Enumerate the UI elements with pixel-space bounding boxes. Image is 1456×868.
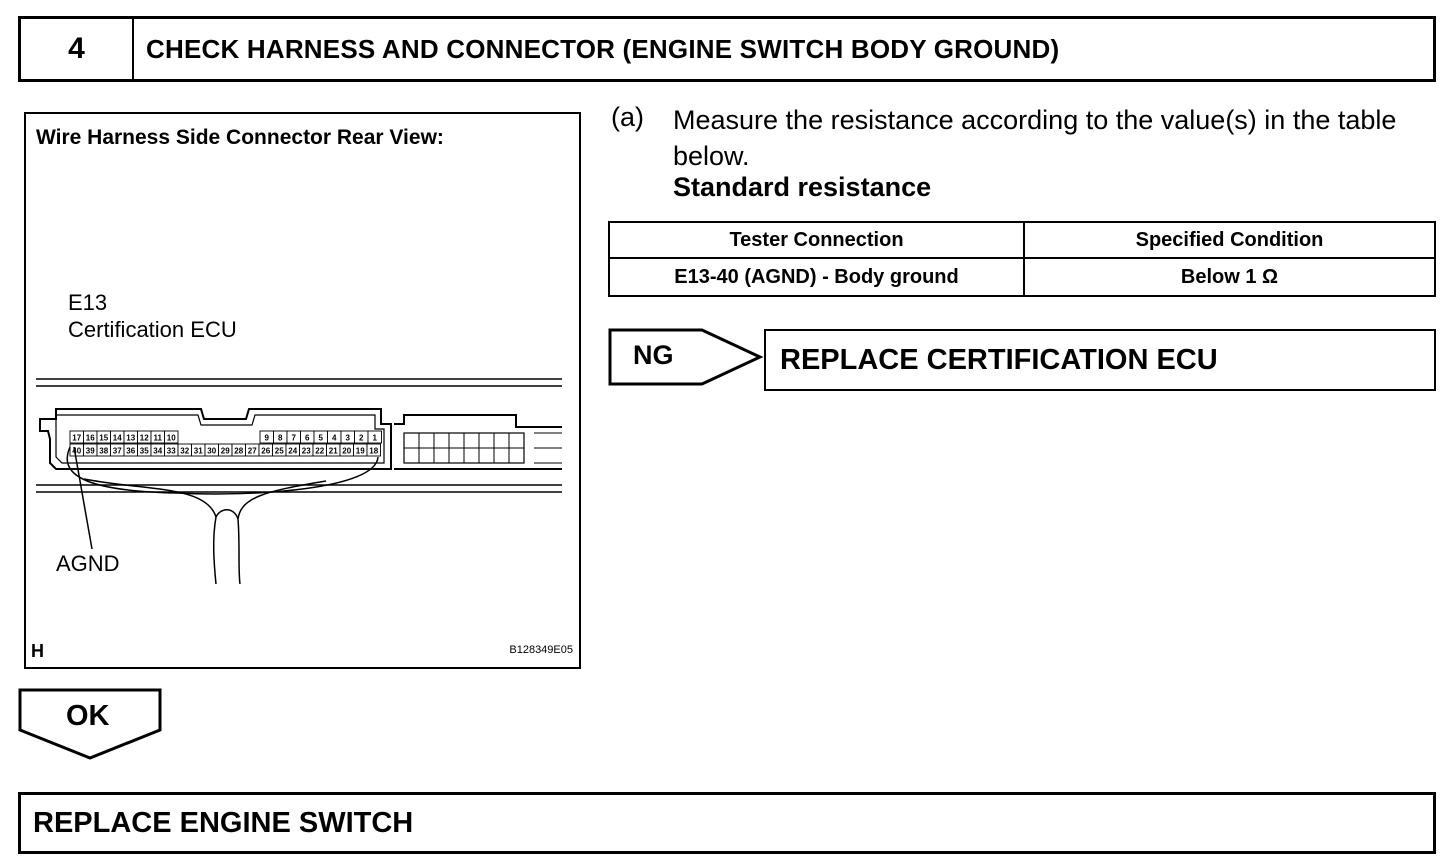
table-cell: Below 1 Ω [1023,257,1436,297]
standard-resistance-heading: Standard resistance [673,172,932,202]
pin-number: 5 [319,434,324,443]
pin-number: 18 [369,447,378,456]
table-cell: E13-40 (AGND) - Body ground [608,257,1025,297]
step-header: 4 CHECK HARNESS AND CONNECTOR (ENGINE SW… [18,16,1436,82]
pin-number: 6 [305,434,310,443]
pin-number: 28 [234,447,243,456]
pin-number: 15 [99,434,108,443]
pin-number: 10 [167,434,176,443]
pin-cell [366,443,381,457]
ok-arrow-icon [18,688,162,760]
pin-number: 31 [194,447,203,456]
pin-number: 37 [113,447,122,456]
pin-number: 14 [113,434,122,443]
pin-number: 36 [126,447,135,456]
pin-number: 3 [346,434,351,443]
ok-action-box: REPLACE ENGINE SWITCH [18,792,1436,854]
pin-number: 25 [275,447,284,456]
instruction-text: Measure the resistance according to the … [673,105,1397,171]
pin-number: 13 [126,434,135,443]
pin-number: 24 [288,447,297,456]
pin-number: 38 [99,447,108,456]
column-header: Specified Condition [1023,221,1436,259]
pin-number: 9 [265,434,270,443]
pin-number: 22 [315,447,324,456]
pin-number: 34 [153,447,162,456]
table-header-row: Tester Connection Specified Condition [608,221,1436,259]
pin-number: 33 [167,447,176,456]
pin-number: 35 [140,447,149,456]
pin-cell [164,430,179,444]
pin-number: 8 [278,434,283,443]
pin-number: 11 [154,434,163,443]
pin-number: 39 [86,447,95,456]
pin-number: 30 [207,447,216,456]
column-header: Tester Connection [608,221,1025,259]
table-row: E13-40 (AGND) - Body ground Below 1 Ω [608,257,1436,297]
pin-number: 26 [261,447,270,456]
pin-number: 27 [248,447,257,456]
pin-number: 20 [342,447,351,456]
pin-number: 2 [359,434,364,443]
pin-number: 17 [72,434,81,443]
connector-id: E13 [68,290,108,315]
pin-number: 29 [221,447,230,456]
pin-number: 40 [72,447,81,456]
agnd-label: AGND [56,551,120,576]
step-number: 4 [21,19,134,79]
figure-title: Wire Harness Side Connector Rear View: [36,126,444,149]
pin-number: 7 [292,434,297,443]
pin-number: 12 [140,434,149,443]
pin-number: 1 [373,434,378,443]
pin-number: 23 [302,447,311,456]
step-title: CHECK HARNESS AND CONNECTOR (ENGINE SWIT… [146,33,1060,64]
pin-cell [367,430,382,444]
ng-arrow-icon [608,328,764,386]
resistance-table: Tester Connection Specified Condition E1… [608,221,1436,297]
pin-number: 16 [86,434,95,443]
ng-label: NG [633,340,674,370]
instruction-letter: (a) [611,102,644,132]
connector-name: Certification ECU [68,317,237,342]
pin-number: 19 [356,447,365,456]
figure-code: B128349E05 [509,644,573,656]
ng-action-box: REPLACE CERTIFICATION ECU [764,329,1436,391]
ok-label: OK [66,700,110,732]
figure-corner-letter: H [31,641,44,661]
pin-number: 21 [329,447,338,456]
connector-figure: Wire Harness Side Connector Rear View: E… [24,112,581,669]
pin-number: 32 [180,447,189,456]
pin-number: 4 [332,434,337,443]
